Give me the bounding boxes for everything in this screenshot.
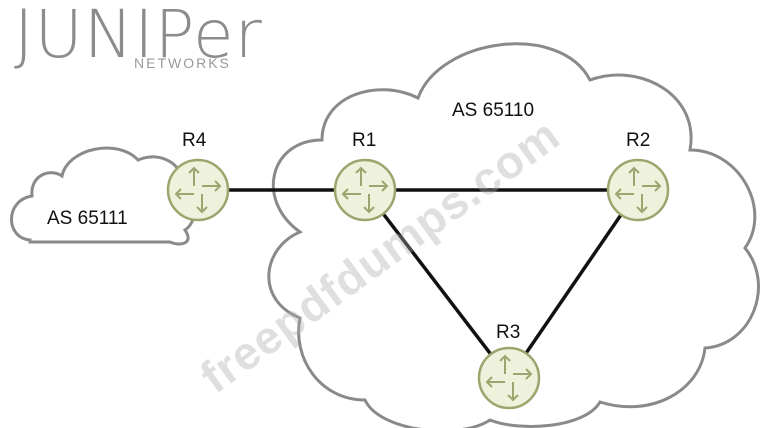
- router-label-r3: R3: [496, 322, 521, 343]
- juniper-logo: JUNIPer: [14, 0, 263, 73]
- cloud-as-65111: [10, 146, 197, 246]
- router-r3-icon: [477, 346, 541, 410]
- link-r1-r3: [363, 188, 511, 380]
- router-r2-icon: [606, 158, 670, 222]
- juniper-logo-subtitle: NETWORKS: [134, 55, 231, 71]
- router-r1-icon: [333, 158, 397, 222]
- router-label-r2: R2: [626, 130, 651, 151]
- router-r4-icon: [166, 158, 230, 222]
- cloud-as-65110: [267, 42, 760, 428]
- cloud-label-as-65110: AS 65110: [452, 100, 535, 121]
- router-label-r4: R4: [182, 130, 207, 151]
- cloud-label-as-65111: AS 65111: [47, 208, 128, 229]
- link-r2-r3: [507, 189, 640, 379]
- router-label-r1: R1: [352, 130, 377, 151]
